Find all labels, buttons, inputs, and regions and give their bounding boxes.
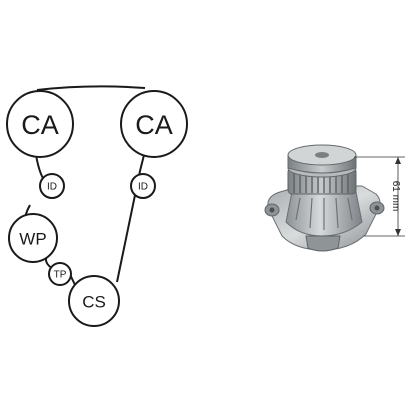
tensioner-pulley: TP [48, 262, 72, 286]
water-pump-pulley-label: WP [19, 230, 46, 249]
pump-hub [287, 144, 357, 178]
idler-pulley-left-label: ID [47, 182, 57, 193]
camshaft-pulley-right-label: CA [135, 110, 173, 140]
timing-belt-diagram: CA CA ID ID WP TP CS [6, 85, 188, 327]
bolt-hole-left [269, 207, 275, 213]
idler-pulley-right: ID [130, 173, 156, 199]
camshaft-pulley-left-label: CA [21, 110, 59, 140]
bolt-hole-right [374, 205, 380, 211]
hub-bore [315, 152, 329, 158]
pump-outlet-stub [305, 235, 341, 252]
idler-pulley-left: ID [39, 173, 65, 199]
crankshaft-pulley: CS [68, 275, 120, 327]
impeller-vanes [295, 197, 353, 230]
crankshaft-pulley-label: CS [82, 293, 106, 312]
tensioner-pulley-label: TP [54, 270, 67, 281]
height-dimension: 61 mm [354, 156, 405, 237]
idler-pulley-right-label: ID [138, 182, 148, 193]
water-pump-pulley: WP [8, 213, 58, 263]
camshaft-pulley-right: CA [120, 90, 188, 158]
water-pump-illustration: 61 mm [264, 144, 405, 252]
height-dimension-label: 61 mm [390, 181, 401, 212]
camshaft-pulley-left: CA [6, 90, 74, 158]
